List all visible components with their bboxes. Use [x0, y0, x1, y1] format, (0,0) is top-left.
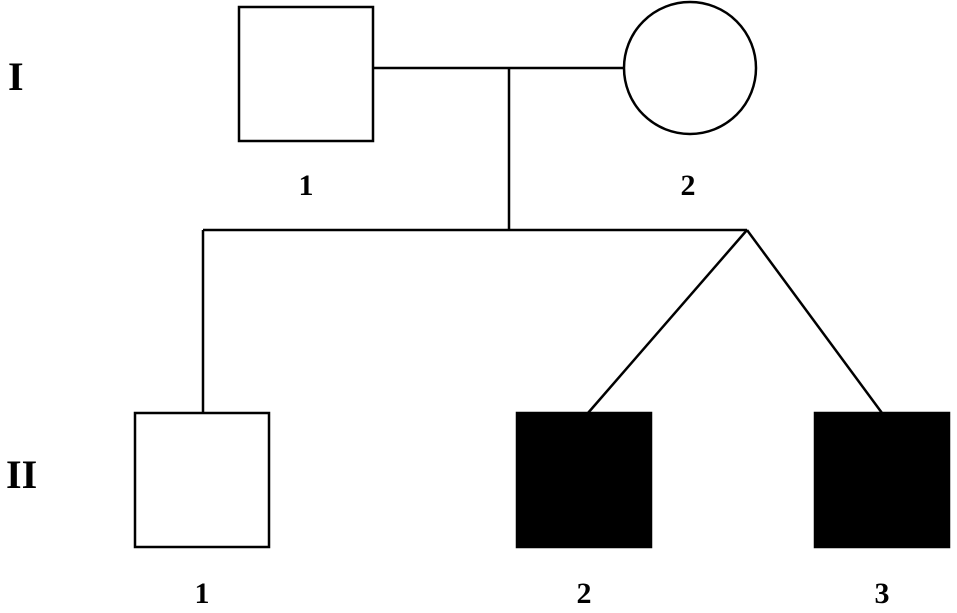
- individual-number-I-1: 1: [299, 169, 314, 202]
- generation-label-I: I: [8, 54, 24, 99]
- individual-I-2-female: [622, 0, 758, 136]
- individual-II-1-male: [133, 411, 271, 549]
- twin-line-II-3: [745, 229, 884, 414]
- twin-line-II-2: [587, 229, 748, 414]
- individual-I-1-male: [237, 5, 375, 143]
- individual-number-I-2: 2: [681, 169, 696, 202]
- individual-number-II-2: 2: [577, 577, 592, 610]
- individual-II-3-male-affected: [813, 411, 951, 549]
- individual-II-2-male-affected: [515, 411, 653, 549]
- generation-label-II: II: [6, 452, 37, 497]
- individual-number-II-1: 1: [195, 577, 210, 610]
- individual-number-II-3: 3: [875, 577, 890, 610]
